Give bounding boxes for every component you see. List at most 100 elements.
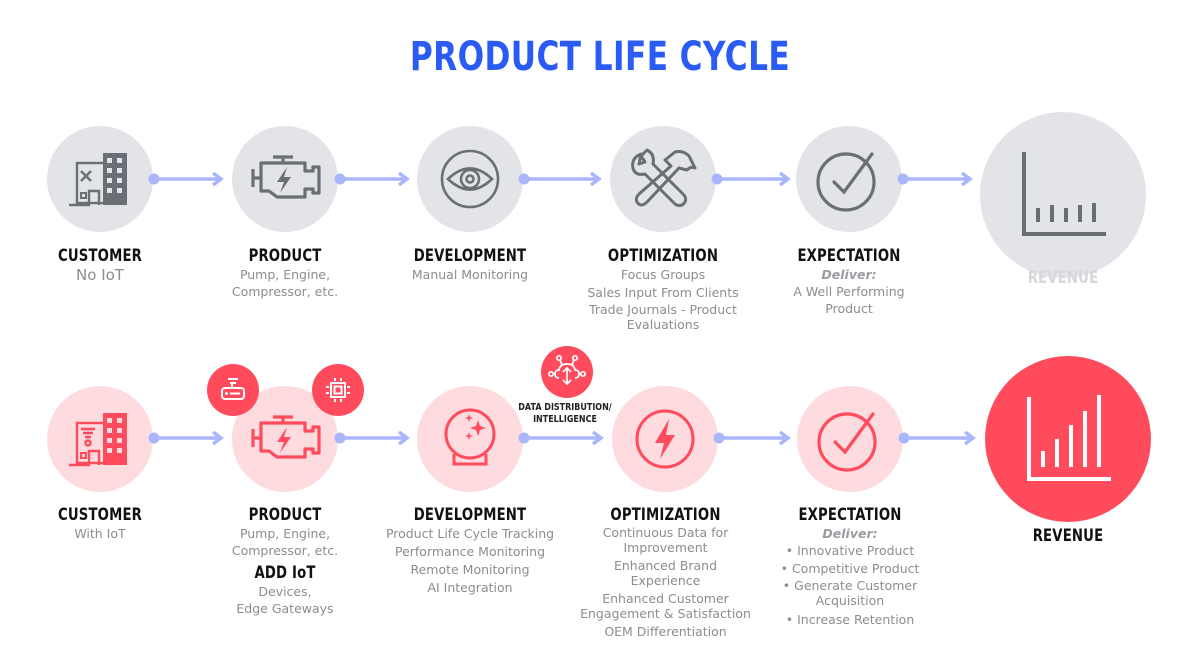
product-with-iot-label: PRODUCT Pump, Engine, Compressor, etc. A…: [195, 505, 375, 617]
lightning-circle-icon: [635, 409, 695, 469]
stage-detail: Product Life Cycle Tracking: [385, 526, 555, 541]
stage-detail: Manual Monitoring: [411, 267, 529, 282]
bar-chart-flat-icon: [1022, 152, 1106, 236]
chip-icon: [326, 378, 350, 402]
optimization-with-iot-label: OPTIMIZATION Continuous Data for Improve…: [563, 505, 768, 639]
stage-detail: AI Integration: [427, 580, 513, 595]
stage-detail: Sales Input From Clients: [587, 285, 739, 300]
cloud-network-icon: [547, 354, 587, 386]
product-no-iot-label: PRODUCT Pump, Engine, Compressor, etc.: [195, 246, 375, 300]
stage-detail: Improvement: [623, 540, 708, 555]
flow-arrow: [333, 172, 411, 186]
stage-title: CUSTOMER: [57, 505, 143, 525]
deliver-label: Deliver:: [821, 267, 877, 282]
stage-detail: Compressor, etc.: [231, 284, 339, 299]
stage-detail: Enhanced Brand: [613, 558, 718, 573]
iot-device-badge: [207, 364, 259, 416]
expectation-with-iot-label: EXPECTATION Deliver: • Innovative Produc…: [765, 505, 935, 628]
stage-title: OPTIMIZATION: [607, 246, 719, 266]
stage-title: PRODUCT: [248, 505, 322, 525]
optimization-no-iot-node: [610, 126, 716, 232]
stage-detail: A Well Performing: [793, 284, 905, 299]
development-with-iot-node: [417, 386, 523, 492]
stage-title: REVENUE: [1027, 268, 1099, 288]
stage-detail: Product: [825, 301, 873, 316]
add-iot-detail: Devices,: [258, 584, 312, 599]
stage-detail: • Competitive Product: [780, 561, 920, 576]
flow-arrow: [897, 431, 977, 445]
revenue-no-iot-label: REVENUE: [983, 268, 1143, 288]
crystal-ball-icon: [444, 408, 496, 466]
stage-detail: With IoT: [74, 526, 126, 541]
optimization-with-iot-node: [612, 386, 718, 492]
add-iot-detail: Edge Gateways: [236, 601, 334, 616]
stage-title: OPTIMIZATION: [610, 505, 721, 525]
expectation-no-iot-label: EXPECTATION Deliver: A Well Performing P…: [764, 246, 934, 317]
customer-with-iot-label: CUSTOMER With IoT: [20, 505, 180, 542]
stage-detail: • Innovative Product: [785, 543, 915, 558]
data-distribution-line2: INTELLIGENCE: [533, 414, 597, 425]
flow-arrow: [896, 172, 974, 186]
flow-arrow: [517, 431, 605, 445]
eye-icon: [440, 149, 500, 209]
development-with-iot-label: DEVELOPMENT Product Life Cycle Tracking …: [370, 505, 570, 596]
stage-detail: Remote Monitoring: [410, 562, 530, 577]
edge-gateway-badge: [312, 364, 364, 416]
flow-arrow: [710, 172, 792, 186]
flow-arrow: [333, 431, 411, 445]
stage-detail: Enhanced Customer: [602, 591, 729, 606]
stage-detail: Experience: [630, 573, 701, 588]
development-no-iot-label: DEVELOPMENT Manual Monitoring: [380, 246, 560, 283]
expectation-with-iot-node: [797, 386, 903, 492]
revenue-no-iot-node: [980, 112, 1146, 278]
stage-detail: No IoT: [76, 266, 124, 284]
router-icon: [221, 378, 245, 400]
bar-chart-growth-icon: [1027, 395, 1111, 481]
development-no-iot-node: [417, 126, 523, 232]
flow-arrow: [517, 172, 603, 186]
page-title: PRODUCT LIFE CYCLE: [409, 34, 791, 80]
customer-no-iot-node: [47, 126, 153, 232]
data-distribution-label: DATA DISTRIBUTION/ INTELLIGENCE: [513, 402, 617, 426]
stage-title: DEVELOPMENT: [413, 505, 527, 525]
add-iot-title: ADD IoT: [254, 563, 316, 583]
building-icon: [69, 153, 127, 207]
flow-arrow: [147, 172, 225, 186]
stage-detail: Evaluations: [626, 317, 700, 332]
stage-detail: Continuous Data for: [602, 525, 729, 540]
engine-icon: [251, 415, 321, 459]
stage-detail: Performance Monitoring: [394, 544, 546, 559]
deliver-label: Deliver:: [822, 526, 878, 541]
stage-detail: OEM Differentiation: [604, 624, 727, 639]
checkmark-circle-icon: [817, 412, 877, 472]
stage-detail: • Generate Customer: [782, 578, 918, 593]
flow-arrow: [147, 431, 225, 445]
stage-detail: • Increase Retention: [785, 612, 915, 627]
checkmark-circle-icon: [816, 152, 876, 212]
revenue-with-iot-label: REVENUE: [988, 526, 1148, 546]
stage-title: EXPECTATION: [797, 246, 901, 266]
wrench-hammer-icon: [631, 148, 697, 208]
stage-detail: Trade Journals - Product: [589, 302, 737, 317]
stage-title: DEVELOPMENT: [413, 246, 527, 266]
product-no-iot-node: [232, 126, 338, 232]
flow-arrow: [712, 431, 792, 445]
expectation-no-iot-node: [796, 126, 902, 232]
engine-icon: [251, 155, 321, 199]
stage-title: REVENUE: [1032, 526, 1104, 546]
data-distribution-badge: [541, 346, 593, 398]
data-distribution-line1: DATA DISTRIBUTION/: [518, 402, 612, 413]
stage-title: EXPECTATION: [798, 505, 902, 525]
customer-with-iot-node: [47, 386, 153, 492]
building-icon: [69, 413, 127, 467]
optimization-no-iot-label: OPTIMIZATION Focus Groups Sales Input Fr…: [563, 246, 763, 332]
revenue-with-iot-node: [985, 356, 1151, 522]
customer-no-iot-label: CUSTOMER No IoT: [20, 246, 180, 285]
stage-detail: Acquisition: [815, 593, 885, 608]
stage-detail: Engagement & Satisfaction: [580, 606, 751, 621]
stage-detail: Compressor, etc.: [231, 543, 339, 558]
stage-detail: Pump, Engine,: [239, 526, 331, 541]
stage-detail: Pump, Engine,: [239, 267, 331, 282]
stage-detail: Focus Groups: [620, 267, 706, 282]
stage-title: PRODUCT: [248, 246, 322, 266]
